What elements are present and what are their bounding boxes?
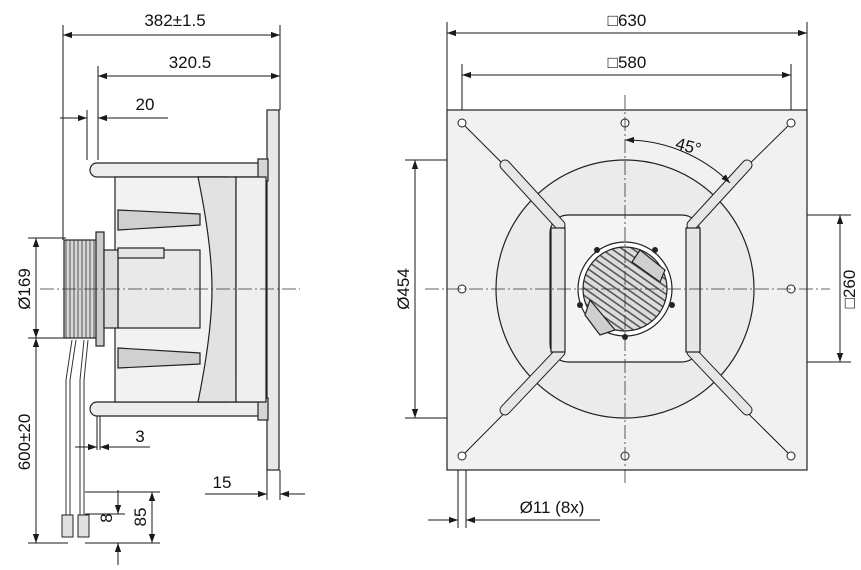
dim-inlet-diameter: Ø454 (394, 268, 413, 310)
dim-plug-width: 8 (97, 513, 116, 522)
flange-plate (266, 109, 280, 471)
dim-length-to-flange: 320.5 (169, 53, 212, 72)
cables (61, 339, 90, 538)
dim-cable-length: 600±20 (15, 414, 34, 471)
front-view: □630 □580 45° Ø454 □260 Ø11 (8x) (394, 11, 859, 528)
dim-mount-holes: Ø11 (8x) (520, 498, 585, 517)
dim-hole-pitch: □580 (608, 53, 647, 72)
dim-motor-offset: 20 (136, 95, 155, 114)
angle-arc (624, 136, 731, 184)
dim-plug-height: 85 (131, 508, 150, 527)
dim-flange-thickness: 15 (213, 473, 232, 492)
impeller-housing (114, 176, 267, 403)
struts (499, 159, 753, 416)
front-dimension-lines (411, 29, 844, 524)
dim-gap: 3 (135, 427, 144, 446)
dim-overall-length: 382±1.5 (144, 11, 205, 30)
side-view: 382±1.5 320.5 20 Ø169 600±20 3 15 85 8 (15, 11, 305, 565)
dim-plate-size: □630 (608, 11, 647, 30)
dim-motor-diameter: Ø169 (15, 268, 34, 310)
dim-motor-frame: □260 (840, 270, 859, 309)
side-dimension-lines (32, 31, 305, 565)
